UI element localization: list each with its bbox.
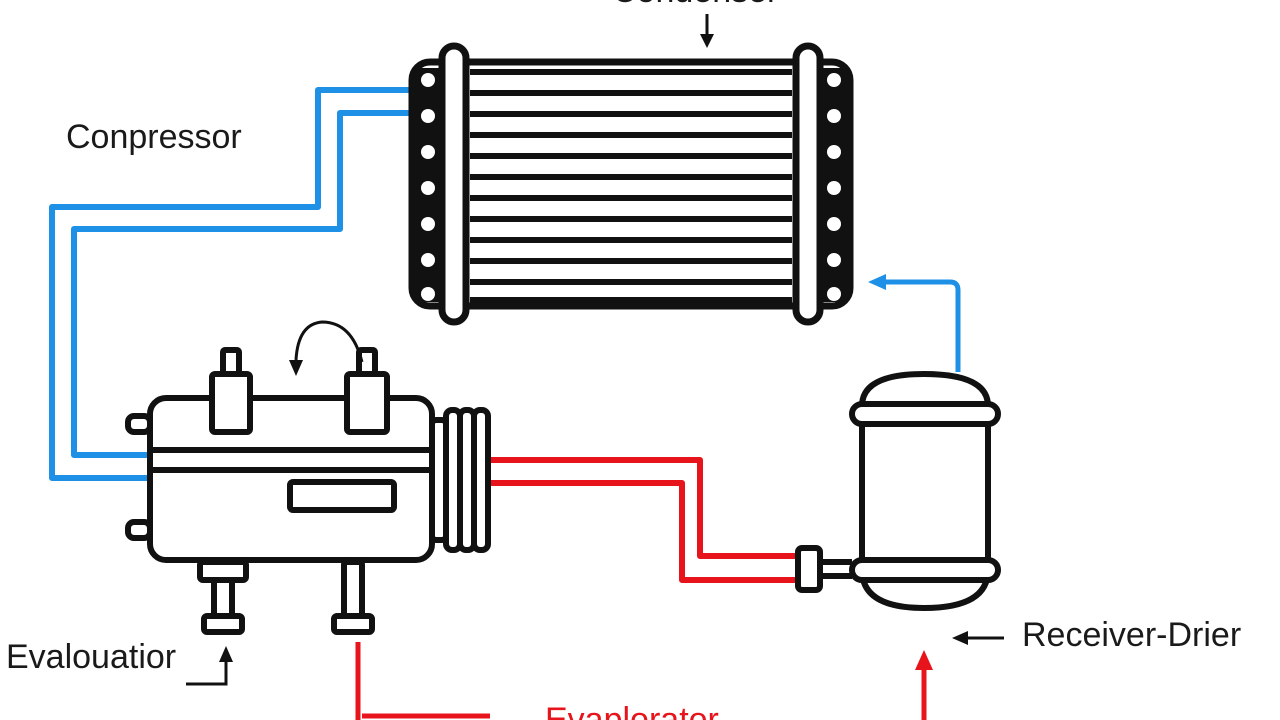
- red-pipe-to-evaporator: [355, 642, 490, 720]
- compressor-curved-arrow: [289, 320, 364, 376]
- label-evaluation: Evalouatior: [6, 638, 177, 676]
- label-evaporator: Evaplorator: [545, 701, 719, 720]
- evaluation-pointer-arrow: [186, 646, 233, 686]
- compressor: [125, 347, 491, 635]
- receiver-pointer-arrow: [952, 631, 1004, 645]
- red-pipe-discharge: [490, 457, 800, 583]
- label-compressor: Conpressor: [66, 118, 242, 156]
- label-condenser: Condenser: [612, 0, 778, 8]
- blue-pipe-return-arrow: [868, 274, 961, 372]
- label-receiver-drier: Receiver-Drier: [1022, 616, 1242, 654]
- red-arrow-up: [915, 650, 933, 720]
- receiver-drier: [795, 371, 1001, 611]
- blue-pipe-suction: [49, 87, 412, 481]
- condenser: [408, 42, 854, 326]
- condenser-pointer-arrow: [700, 14, 714, 48]
